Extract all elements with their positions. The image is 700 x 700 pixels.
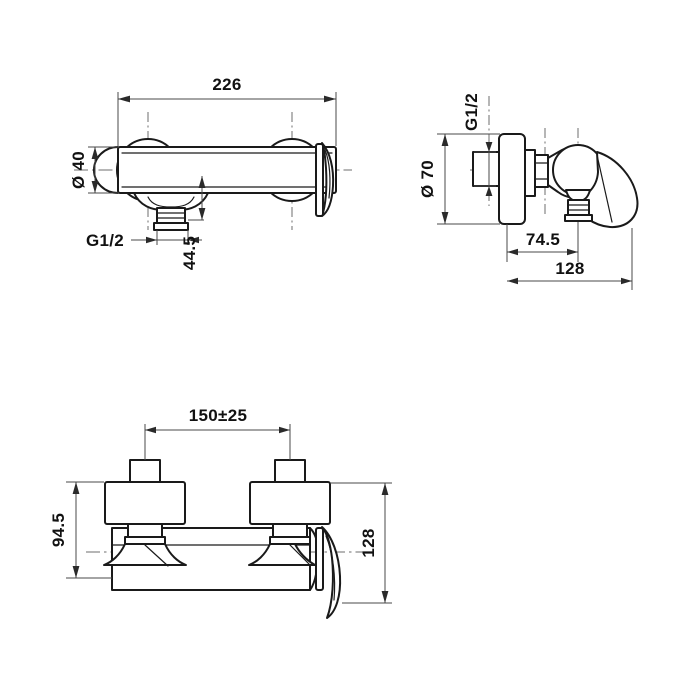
dim745-label: 74.5 bbox=[526, 230, 560, 249]
handle-body-crease-side bbox=[596, 154, 613, 223]
dim128a-label: 128 bbox=[555, 259, 584, 278]
dim445-arrow-bottom bbox=[198, 208, 206, 220]
left-handle-base-crease-plan bbox=[144, 544, 169, 567]
connector-collar-side bbox=[534, 154, 549, 188]
left-handle-stem-plan bbox=[129, 459, 161, 483]
dim128a-arrow-left bbox=[507, 277, 518, 285]
dim70-arrow-top bbox=[441, 134, 449, 146]
view-plan: 150±25 94.5 128 bbox=[49, 406, 392, 619]
dimension-150-plus-minus-25: 150±25 bbox=[144, 406, 291, 460]
g12a-arrow-right bbox=[188, 236, 199, 244]
dim445-label: 44.5 bbox=[180, 236, 199, 270]
lever-handle-inner-front bbox=[324, 149, 331, 199]
outlet-thread-body-side bbox=[567, 199, 590, 217]
dim226-arrow-right bbox=[324, 95, 336, 103]
g12b-label: G1/2 bbox=[462, 93, 481, 131]
dim445-arrow-top bbox=[198, 176, 206, 188]
dimension-diameter-40: Ø 40 bbox=[69, 146, 119, 194]
left-handle-neck-plan bbox=[127, 523, 163, 539]
outlet-thread-body-front bbox=[156, 207, 186, 225]
dim128b-label: 128 bbox=[359, 528, 378, 557]
dim70-arrow-bottom bbox=[441, 212, 449, 224]
g12a-label: G1/2 bbox=[86, 231, 124, 250]
dim226-arrow-left bbox=[118, 95, 130, 103]
left-handle-ring-plan bbox=[124, 536, 166, 545]
flange-neck-side bbox=[524, 149, 536, 197]
dim40-label: Ø 40 bbox=[69, 151, 88, 189]
right-handle-neck-plan bbox=[272, 523, 308, 539]
inlet-nipple-side bbox=[472, 151, 500, 187]
dim226-label: 226 bbox=[212, 75, 241, 94]
handle-assembly-left-plan bbox=[103, 459, 187, 567]
g12b-arrow-bottom bbox=[485, 186, 493, 196]
dim745-arrow-right bbox=[567, 248, 578, 256]
callout-g12-front: G1/2 bbox=[86, 230, 202, 250]
right-handle-cap-plan bbox=[249, 481, 331, 525]
dim40-arrow-bottom bbox=[91, 181, 99, 193]
outlet-thread-collar-side bbox=[564, 214, 593, 222]
lever-base-plan bbox=[315, 527, 324, 591]
handle-assembly-right-plan bbox=[248, 459, 331, 566]
left-end-cap-front bbox=[93, 146, 119, 194]
dim150-label: 150±25 bbox=[189, 406, 247, 425]
dim745-arrow-left bbox=[507, 248, 518, 256]
dim945-arrow-bottom bbox=[72, 566, 80, 578]
g12a-arrow-left bbox=[146, 236, 157, 244]
dim128b-arrow-top bbox=[381, 483, 389, 495]
right-handle-base-crease-plan bbox=[289, 544, 310, 565]
dim128b-arrow-bottom bbox=[381, 591, 389, 603]
dimension-diameter-70: Ø 70 bbox=[418, 133, 500, 225]
dimension-128-side: 128 bbox=[507, 228, 633, 290]
lever-base-front bbox=[315, 143, 324, 217]
dim70-label: Ø 70 bbox=[418, 160, 437, 198]
left-handle-base-plan bbox=[103, 543, 187, 566]
right-handle-stem-plan bbox=[274, 459, 306, 483]
dim40-arrow-top bbox=[91, 147, 99, 159]
view-front-elevation: 226 Ø 40 G1/2 44.5 bbox=[69, 75, 352, 270]
dimension-128-plan: 128 bbox=[330, 482, 392, 604]
dimension-226: 226 bbox=[117, 75, 337, 146]
dimension-44-5: 44.5 bbox=[180, 176, 206, 270]
dim128a-arrow-right bbox=[621, 277, 632, 285]
dim945-label: 94.5 bbox=[49, 513, 68, 547]
dim150-arrow-right bbox=[279, 426, 290, 434]
left-handle-cap-plan bbox=[104, 481, 186, 525]
dimension-94-5: 94.5 bbox=[49, 481, 112, 579]
view-side-elevation: Ø 70 G1/2 74.5 128 bbox=[418, 93, 639, 290]
g12b-arrow-top bbox=[485, 142, 493, 152]
dim945-arrow-top bbox=[72, 482, 80, 494]
outlet-thread-collar-front bbox=[153, 222, 189, 231]
dim150-arrow-left bbox=[145, 426, 156, 434]
dimension-74-5: 74.5 bbox=[506, 222, 579, 262]
lever-handle-inner-plan bbox=[325, 535, 336, 601]
callout-g12-side: G1/2 bbox=[462, 93, 496, 196]
body-tube-front bbox=[117, 146, 337, 194]
wall-flange-side bbox=[498, 133, 526, 225]
right-handle-ring-plan bbox=[269, 536, 311, 545]
